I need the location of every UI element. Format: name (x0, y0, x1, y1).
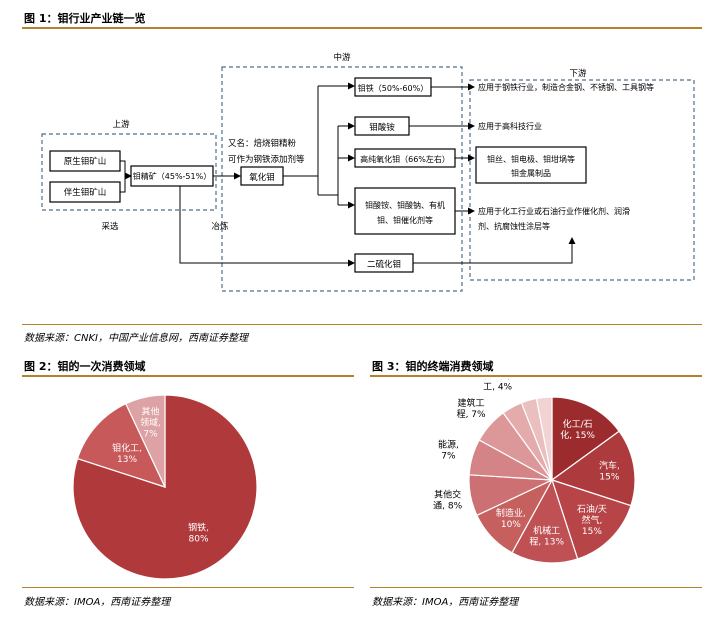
disulfide-label: 二硫化钼 (367, 259, 401, 270)
use-hightech-label: 应用于高科技行业 (478, 121, 542, 131)
smelting-label: 冶炼 (211, 221, 229, 232)
mining-label: 采选 (101, 221, 119, 232)
pie-slice (551, 396, 620, 482)
pie-slice-label: 其他交通, 8% (433, 488, 462, 511)
salts-label-line1: 钼酸铵、钼酸钠、有机 (365, 200, 445, 210)
figure1-bottom-rule (22, 324, 702, 325)
oxide-note-line2: 可作为钢铁添加剂等 (228, 154, 305, 165)
upstream-label: 上游 (112, 119, 130, 130)
products-box (475, 146, 587, 184)
figure3-source: 数据来源：IMOA，西南证券整理 (372, 597, 519, 608)
pie-slice-label: 化工/石化, 15% (560, 418, 595, 441)
salts-box (354, 187, 456, 235)
pie-slice-label: 石油/天然气,15% (577, 503, 607, 537)
pie-slice-label: 制造业,10% (496, 507, 526, 530)
midstream-region (221, 66, 463, 292)
products-label-line1: 钼丝、钼电极、钼坩埚等 (487, 154, 575, 164)
oxide-note-line1: 又名：焙烧钼精粉 (228, 138, 297, 149)
figure3-title: 图 3：钼的终端消费领域 (372, 360, 494, 373)
pie-slice-label: 钢铁,80% (188, 522, 209, 545)
figure1-top-rule (22, 27, 702, 29)
ammonium-label: 钼酸铵 (369, 122, 395, 133)
concentrate-label: 钼精矿（45%-51%） (133, 171, 211, 181)
pie-slice-label: 航空/军工, 4% (483, 379, 513, 393)
pie-chart-end-use-consumption: 化工/石化, 15%汽车,15% 石油/天然气,15% 机械工程, 13%制造业,1… (433, 379, 636, 564)
figure1-title: 图 1：钼行业产业链一览 (24, 12, 146, 25)
figure2-bottom-rule (22, 587, 354, 588)
figure2-source: 数据来源：IMOA，西南证券整理 (24, 597, 171, 608)
pie-slice (511, 478, 579, 564)
downstream-region (469, 79, 695, 281)
figure2-title: 图 2：钼的一次消费领域 (24, 360, 146, 373)
mine-associated-label: 伴生钼矿山 (64, 187, 107, 198)
upstream-region (41, 133, 217, 211)
high-purity-label: 高纯氧化钼（66%左右） (360, 154, 450, 164)
figure3-top-rule (370, 375, 702, 377)
pie-slice-label: 汽车,15% (599, 459, 620, 482)
use-chem-line2: 剂、抗腐蚀性涂层等 (478, 221, 550, 231)
products-label-line2: 钼金属制品 (511, 168, 551, 178)
pie-slice-label: 钼化工,13% (112, 442, 142, 465)
pie-slice (125, 394, 166, 488)
pie-slice-label: 机械工程, 13% (529, 525, 564, 548)
downstream-label: 下游 (569, 68, 587, 79)
oxide-label: 氧化钼 (249, 172, 275, 183)
figure2-top-rule (22, 375, 354, 377)
figure3-bottom-rule (370, 587, 702, 588)
pie-slice (535, 396, 553, 481)
pie-slice-label: 能源,7% (438, 438, 459, 461)
pie-slice (550, 430, 636, 507)
pie-slice-label: 建筑工程, 7% (457, 397, 486, 420)
use-chem-line1: 应用于化工行业或石油行业作催化剂、润滑 (478, 206, 630, 216)
pie-chart-primary-consumption: 钢铁,80% 钼化工,13% 其他领域,7% (72, 394, 258, 580)
ferro-label: 钼铁（50%-60%） (358, 83, 428, 93)
figure1-source: 数据来源：CNKI，中国产业信息网，西南证券整理 (24, 333, 248, 344)
mine-primary-label: 原生钼矿山 (64, 156, 107, 167)
pie-slice (76, 402, 167, 488)
midstream-label: 中游 (333, 52, 351, 63)
use-steel-label: 应用于钢铁行业，制造合金钢、不锈钢、工具钢等 (478, 82, 654, 92)
salts-label-line2: 钼、钼催化剂等 (377, 215, 433, 225)
pie-slice-label: 其他领域,7% (140, 405, 161, 439)
supply-chain-diagram: 上游 中游 下游 原生钼矿山 伴生钼矿山 钼精矿（45%-51%） 采选 冶炼 … (41, 52, 695, 292)
